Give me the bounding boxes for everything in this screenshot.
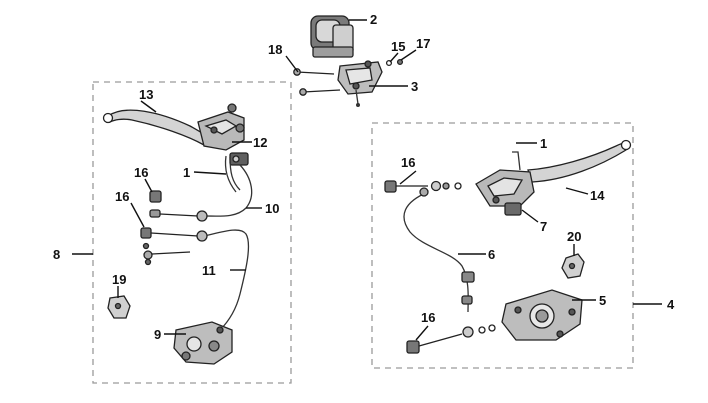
right-brake-hose [403, 187, 475, 313]
right-lower-banjo-bolt [406, 324, 496, 354]
callout-10: 10 [265, 201, 279, 216]
screw-17 [396, 58, 404, 66]
callout-18: 18 [268, 42, 282, 57]
reservoir-screw-lower [299, 88, 341, 96]
callout-14: 14 [590, 188, 605, 203]
callout-6: 6 [488, 247, 495, 262]
callout-5: 5 [599, 293, 606, 308]
right-master-cylinder-cap [501, 289, 583, 341]
right-banjo-bolt [384, 180, 462, 193]
callout-17: 17 [416, 36, 430, 51]
callout-16-d: 16 [421, 310, 435, 325]
left-brake-lever [102, 109, 211, 146]
callout-1-right: 1 [540, 136, 547, 151]
left-bracket-19 [107, 295, 131, 319]
callout-9: 9 [154, 327, 161, 342]
callout-12: 12 [253, 135, 267, 150]
callout-2: 2 [370, 12, 377, 27]
reservoir-assembly [310, 15, 383, 107]
callout-19: 19 [112, 272, 126, 287]
callout-1-left: 1 [183, 165, 190, 180]
right-master-cylinder [475, 169, 535, 216]
callout-8: 8 [53, 247, 60, 262]
reservoir-screw-upper [293, 68, 335, 76]
left-lower-brake-hose [203, 229, 250, 331]
callout-11: 11 [202, 263, 216, 278]
right-bracket-20 [561, 253, 585, 279]
callout-13: 13 [139, 87, 153, 102]
left-assembly-frame [92, 81, 292, 384]
left-master-cylinder [197, 103, 245, 151]
left-brake-caliper [173, 321, 233, 365]
leader-lines [72, 19, 662, 341]
callout-16-a: 16 [134, 165, 148, 180]
callout-4: 4 [667, 297, 675, 312]
left-banjo-fitting [229, 152, 249, 166]
left-hose-fittings [140, 190, 208, 266]
right-brake-lever [527, 139, 632, 183]
right-switch-wire [512, 151, 521, 171]
callout-20: 20 [567, 229, 581, 244]
callout-3: 3 [411, 79, 418, 94]
callout-16-c: 16 [401, 155, 415, 170]
callout-7: 7 [540, 219, 547, 234]
callout-16-b: 16 [115, 189, 129, 204]
callout-15: 15 [391, 39, 405, 54]
left-switch-wires [224, 155, 241, 193]
